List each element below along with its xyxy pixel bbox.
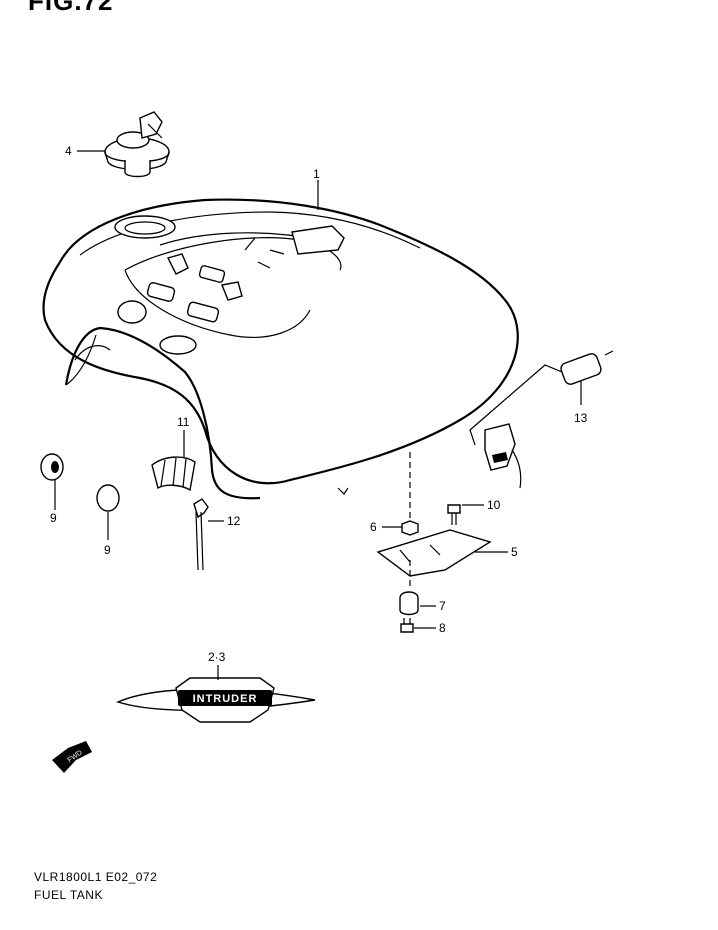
- fwd-arrow-icon: FWD: [52, 741, 92, 773]
- callout-9b: 9: [104, 543, 111, 557]
- callout-9a: 9: [50, 511, 57, 525]
- grommet-1[interactable]: [40, 453, 64, 481]
- fuel-sensor[interactable]: [469, 350, 614, 489]
- grommet-2[interactable]: [96, 484, 120, 512]
- callout-11: 11: [177, 415, 190, 429]
- fuel-cap[interactable]: [104, 111, 170, 178]
- figure-title: FIG.72: [28, 0, 114, 16]
- leader-lines: [54, 150, 582, 680]
- cushion[interactable]: [151, 456, 196, 492]
- fuel-tank[interactable]: [42, 198, 519, 500]
- emblem-text: INTRUDER: [193, 693, 258, 705]
- footer-code: VLR1800L1 E02_072: [34, 870, 158, 884]
- cushion-7[interactable]: [399, 591, 419, 616]
- callout-1: 1: [313, 167, 320, 181]
- callout-5: 5: [511, 545, 518, 559]
- callout-8: 8: [439, 621, 446, 635]
- footer-name: FUEL TANK: [34, 888, 103, 902]
- bolt-8[interactable]: [400, 618, 414, 633]
- callout-10: 10: [487, 498, 501, 512]
- bolt[interactable]: [447, 504, 461, 525]
- nut[interactable]: [401, 520, 419, 536]
- mounting-plate[interactable]: [376, 529, 492, 577]
- callout-12: 12: [227, 514, 241, 528]
- cable-tie[interactable]: [193, 498, 209, 571]
- callout-13: 13: [574, 411, 588, 425]
- emblem[interactable]: INTRUDER: [116, 677, 316, 723]
- callout-2-3: 2·3: [208, 650, 226, 664]
- callout-7: 7: [439, 599, 446, 613]
- callout-4: 4: [65, 144, 72, 158]
- callout-6: 6: [370, 520, 377, 534]
